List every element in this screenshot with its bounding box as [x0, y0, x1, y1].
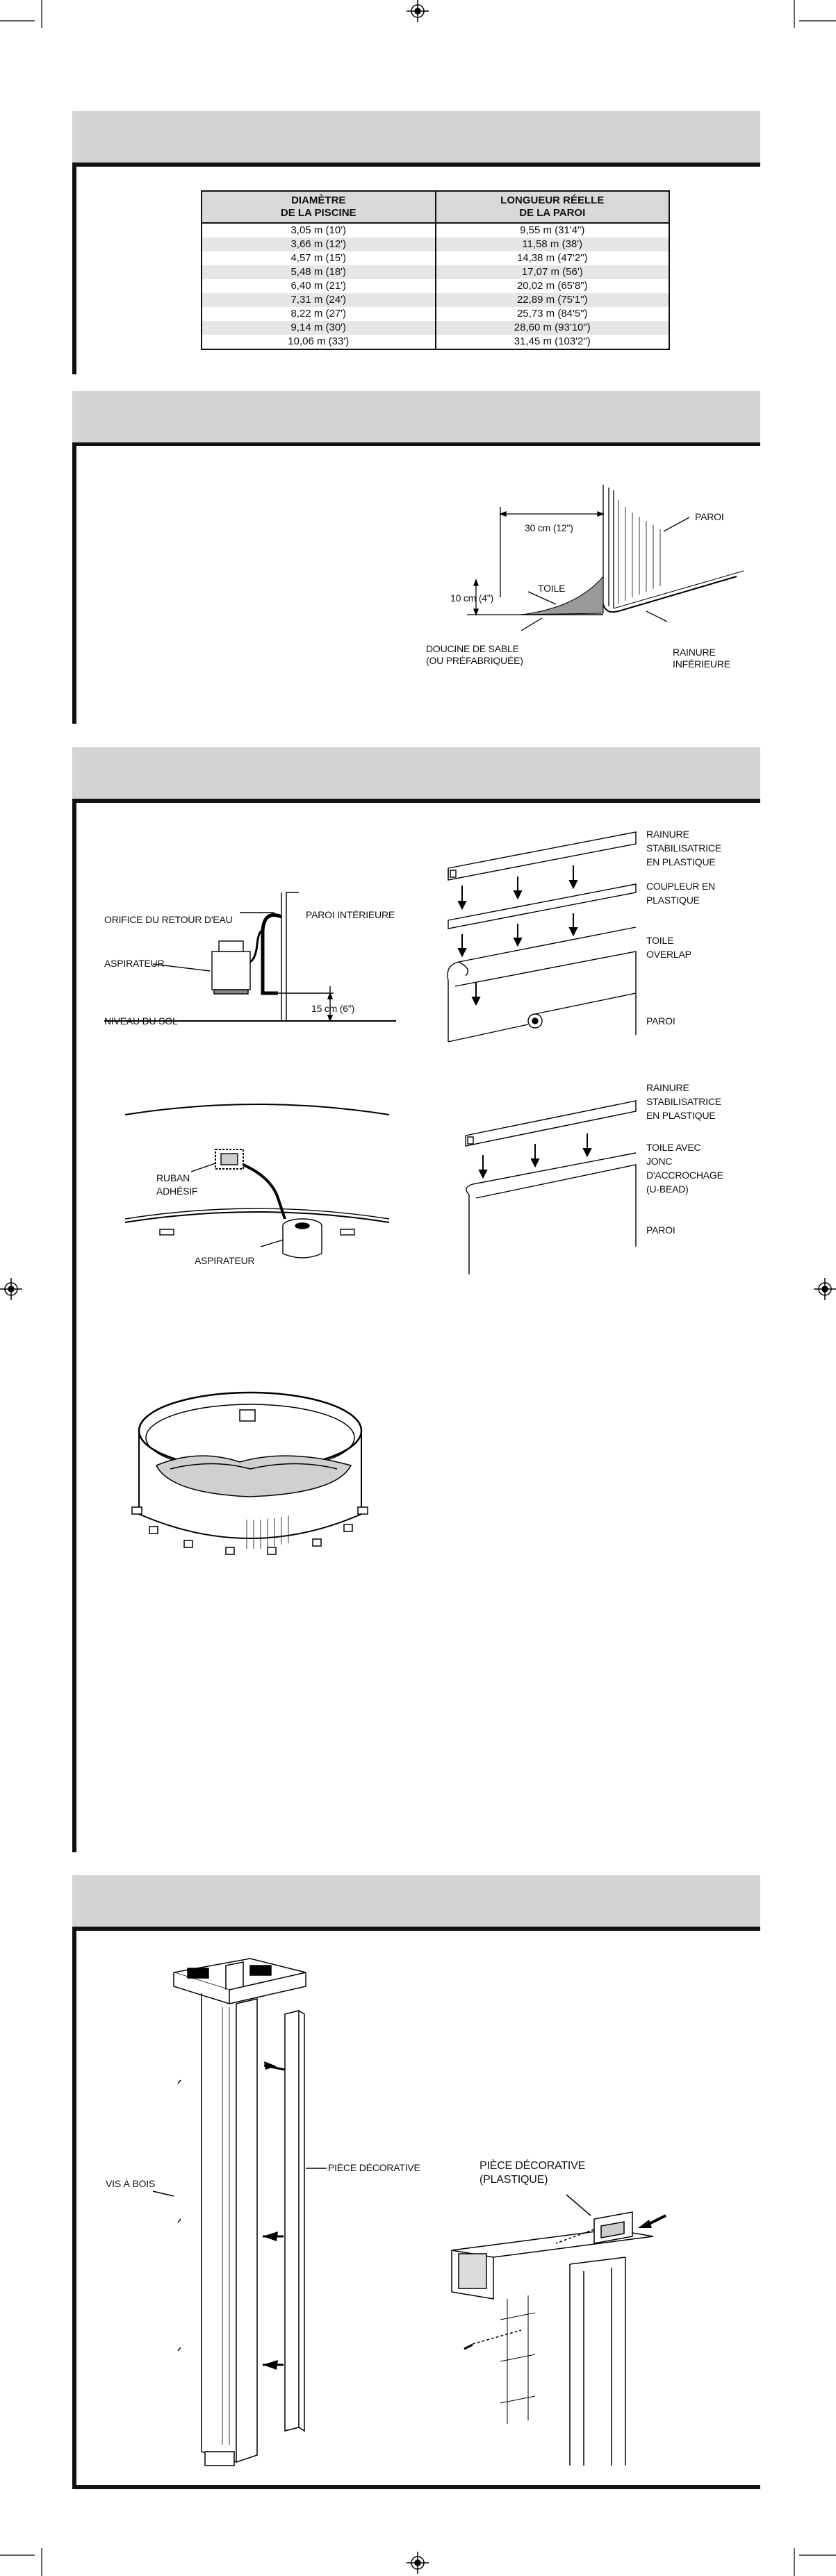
- top-cap-diagram: [451, 2194, 666, 2466]
- cell-diameter: 5,48 m (18'): [201, 265, 436, 279]
- cell-length: 11,58 m (38'): [434, 238, 670, 251]
- table-header-length: LONGUEUR RÉELLE DE LA PAROI: [434, 190, 670, 224]
- overlap-label-coupleur-1: COUPLEUR EN: [646, 881, 715, 892]
- vacuum-label-15cm: 15 cm (6"): [311, 1003, 355, 1014]
- section-4-header-band: [72, 1875, 760, 1927]
- vacuum-label-paroi-interieure: PAROI INTÉRIEURE: [306, 909, 395, 920]
- vacuum-label-niveau: NIVEAU DU SOL: [104, 1015, 178, 1027]
- overlap-label-coupleur-2: PLASTIQUE: [646, 895, 700, 906]
- table-row: 8,22 m (27')25,73 m (84'5"): [201, 307, 670, 321]
- vacuum-label-orifice: ORIFICE DU RETOUR D'EAU: [104, 914, 233, 925]
- registration-mark-right: [814, 1278, 836, 1300]
- ubead-label-toile-2: JONC: [646, 1156, 673, 1167]
- cell-diameter: 8,22 m (27'): [201, 307, 436, 321]
- cell-length: 14,38 m (47'2"): [434, 251, 670, 265]
- table-row: 3,66 m (12')11,58 m (38'): [201, 238, 670, 251]
- table-row: 6,40 m (21')20,02 m (65'8"): [201, 279, 670, 293]
- registration-mark-bottom: [407, 2552, 429, 2574]
- upright-diagram: [152, 1958, 327, 2466]
- tape-diagram: [124, 1104, 390, 1258]
- section-1-frame: [72, 163, 760, 374]
- table-header-diameter: DIAMÈTRE DE LA PISCINE: [201, 190, 436, 224]
- table-row: 9,14 m (30')28,60 m (93'10"): [201, 321, 670, 335]
- section-3-header-band: [72, 747, 760, 799]
- cell-length: 20,02 m (65'8"): [434, 279, 670, 293]
- ubead-label-rainure-2: STABILISATRICE: [646, 1096, 721, 1107]
- cell-diameter: 4,57 m (15'): [201, 251, 436, 265]
- top-cap-label-piece-2: (PLASTIQUE): [480, 2174, 548, 2186]
- cove-label-doucine-2: (OU PRÉFABRIQUÉE): [426, 655, 523, 666]
- section-2-header-band: [72, 391, 760, 442]
- table-row: 10,06 m (33')31,45 m (103'2"): [201, 335, 670, 350]
- vacuum-label-aspirateur: ASPIRATEUR: [104, 958, 165, 969]
- section-1-header-band: [72, 111, 760, 163]
- overlap-label-toile-1: TOILE: [646, 935, 674, 946]
- vacuum-diagram: [104, 892, 396, 1022]
- ubead-label-rainure-1: RAINURE: [646, 1082, 689, 1093]
- cell-diameter: 7,31 m (24'): [201, 293, 436, 307]
- section-4-frame: [72, 1927, 760, 2489]
- cove-label-30cm: 30 cm (12"): [525, 522, 573, 533]
- cell-length: 22,89 m (75'1"): [434, 293, 670, 307]
- cell-diameter: 3,05 m (10'): [201, 223, 436, 238]
- cell-length: 17,07 m (56'): [434, 265, 670, 279]
- table-row: 7,31 m (24')22,89 m (75'1"): [201, 293, 670, 307]
- overlap-label-rainure-1: RAINURE: [646, 829, 689, 840]
- tape-label-ruban-2: ADHÉSIF: [156, 1186, 198, 1197]
- cove-label-doucine-1: DOUCINE DE SABLE: [426, 643, 519, 654]
- upright-label-vis: VIS À BOIS: [106, 2178, 156, 2189]
- overlap-label-rainure-3: EN PLASTIQUE: [646, 856, 716, 867]
- top-cap-label-piece-1: PIÈCE DÉCORATIVE: [480, 2160, 586, 2172]
- pool-diagram: [131, 1391, 368, 1555]
- cell-length: 25,73 m (84'5"): [434, 307, 670, 321]
- cell-diameter: 9,14 m (30'): [201, 321, 436, 335]
- section-2-frame: [72, 442, 760, 724]
- section-3-frame: [72, 799, 760, 1852]
- cove-label-rainure-1: RAINURE: [673, 647, 716, 658]
- registration-mark-top: [407, 0, 429, 22]
- cove-label-10cm: 10 cm (4"): [450, 592, 494, 604]
- table-row: 5,48 m (18')17,07 m (56'): [201, 265, 670, 279]
- table-row: 3,05 m (10')9,55 m (31'4"): [201, 223, 670, 238]
- cell-length: 9,55 m (31'4"): [434, 223, 670, 238]
- upright-label-piece: PIÈCE DÉCORATIVE: [328, 2162, 420, 2173]
- wall-length-table: DIAMÈTRE DE LA PISCINE LONGUEUR RÉELLE D…: [201, 190, 670, 350]
- ubead-label-toile-1: TOILE AVEC: [646, 1142, 701, 1153]
- overlap-label-paroi: PAROI: [646, 1015, 675, 1027]
- cove-label-toile: TOILE: [538, 583, 566, 594]
- overlap-label-rainure-2: STABILISATRICE: [646, 842, 721, 854]
- cell-length: 28,60 m (93'10"): [434, 321, 670, 335]
- cove-label-rainure-2: INFÉRIEURE: [673, 658, 730, 670]
- ubead-label-toile-4: (U-BEAD): [646, 1183, 689, 1195]
- tape-label-aspirateur: ASPIRATEUR: [195, 1255, 255, 1266]
- cell-diameter: 3,66 m (12'): [201, 238, 436, 251]
- table-row: 4,57 m (15')14,38 m (47'2"): [201, 251, 670, 265]
- ubead-liner-diagram: [465, 1100, 637, 1274]
- cell-diameter: 10,06 m (33'): [201, 335, 436, 350]
- cell-length: 31,45 m (103'2"): [434, 335, 670, 350]
- cove-diagram: [467, 485, 744, 631]
- cell-diameter: 6,40 m (21'): [201, 279, 436, 293]
- ubead-label-rainure-3: EN PLASTIQUE: [646, 1110, 716, 1121]
- ubead-label-toile-3: D'ACCROCHAGE: [646, 1170, 723, 1181]
- wall-length-table-wrapper: DIAMÈTRE DE LA PISCINE LONGUEUR RÉELLE D…: [201, 190, 670, 350]
- registration-mark-left: [0, 1278, 22, 1300]
- ubead-label-paroi: PAROI: [646, 1224, 675, 1236]
- sand-cove: [521, 575, 604, 615]
- overlap-liner-diagram: [447, 831, 637, 1042]
- cove-label-paroi: PAROI: [695, 511, 724, 522]
- tape-label-ruban-1: RUBAN: [156, 1172, 190, 1183]
- overlap-label-toile-2: OVERLAP: [646, 949, 691, 960]
